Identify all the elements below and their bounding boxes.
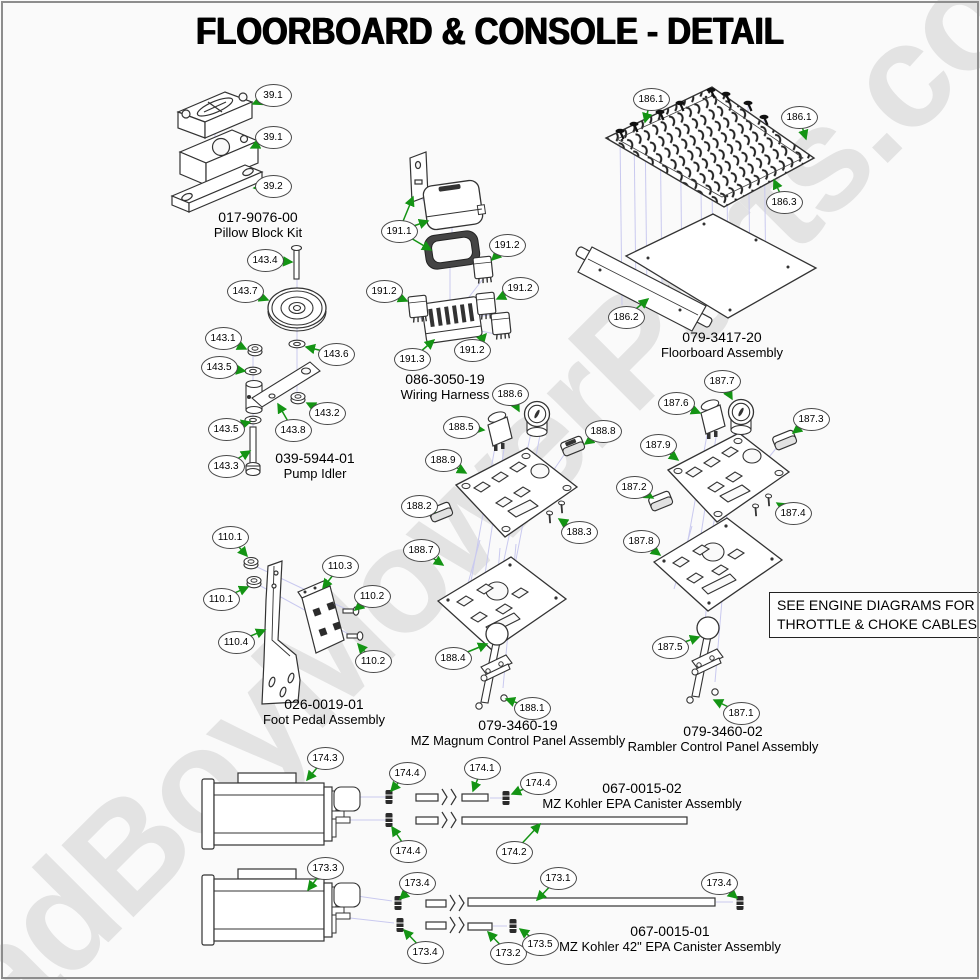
- part-name: MZ Kohler EPA Canister Assembly: [542, 796, 742, 811]
- part-number: 079-3460-19: [478, 717, 558, 733]
- label-foot-pedal-assembly: 026-0019-01 Foot Pedal Assembly: [263, 696, 385, 728]
- part-number: 079-3417-20: [682, 329, 762, 345]
- mz-kohler-epa-canister-drawing: [201, 772, 688, 850]
- part-name: Wiring Harness: [400, 387, 490, 402]
- mz-magnum-control-panel-drawing: [427, 400, 587, 710]
- label-rambler-control-panel: 079-3460-02 Rambler Control Panel Assemb…: [628, 723, 819, 755]
- label-mz-magnum-control-panel: 079-3460-19 MZ Magnum Control Panel Asse…: [411, 717, 626, 749]
- part-number: 026-0019-01: [284, 696, 364, 712]
- page-title: FLOORBOARD & CONSOLE - DETAIL: [196, 10, 784, 53]
- part-number: 067-0015-02: [602, 780, 682, 796]
- part-name: Foot Pedal Assembly: [262, 712, 386, 727]
- label-pump-idler: 039-5944-01 Pump Idler: [275, 450, 354, 482]
- floorboard-assembly-drawing: [575, 86, 818, 332]
- label-mz-kohler-epa-canister: 067-0015-02 MZ Kohler EPA Canister Assem…: [542, 780, 741, 812]
- part-number: 086-3050-19: [405, 371, 485, 387]
- part-number: 039-5944-01: [275, 450, 355, 466]
- label-wiring-harness: 086-3050-19 Wiring Harness: [401, 371, 490, 403]
- label-floorboard-assembly: 079-3417-20 Floorboard Assembly: [661, 329, 783, 361]
- part-name: Pillow Block Kit: [213, 225, 303, 240]
- note-line-2: THROTTLE & CHOKE CABLES: [777, 616, 977, 632]
- foot-pedal-assembly-drawing: [243, 556, 364, 705]
- rambler-control-panel-drawing: [647, 397, 799, 704]
- part-name: MZ Magnum Control Panel Assembly: [410, 733, 626, 748]
- part-name: Floorboard Assembly: [660, 345, 784, 360]
- part-number: 067-0015-01: [630, 923, 710, 939]
- part-name: Pump Idler: [283, 466, 347, 481]
- mz-kohler-42-epa-canister-drawing: [201, 868, 744, 946]
- label-pillow-block-kit: 017-9076-00 Pillow Block Kit: [214, 209, 302, 241]
- note-line-1: SEE ENGINE DIAGRAMS FOR: [777, 597, 975, 613]
- label-mz-kohler-42-epa-canister: 067-0015-01 MZ Kohler 42" EPA Canister A…: [559, 923, 781, 955]
- part-number: 017-9076-00: [218, 209, 298, 225]
- part-name: Rambler Control Panel Assembly: [627, 739, 819, 754]
- pump-idler-drawing: [244, 244, 327, 477]
- part-name: MZ Kohler 42" EPA Canister Assembly: [559, 939, 781, 954]
- wiring-harness-drawing: [407, 151, 513, 344]
- part-number: 079-3460-02: [683, 723, 763, 739]
- engine-note-box: SEE ENGINE DIAGRAMS FOR THROTTLE & CHOKE…: [769, 592, 980, 638]
- pillow-block-kit-drawing: [170, 91, 264, 213]
